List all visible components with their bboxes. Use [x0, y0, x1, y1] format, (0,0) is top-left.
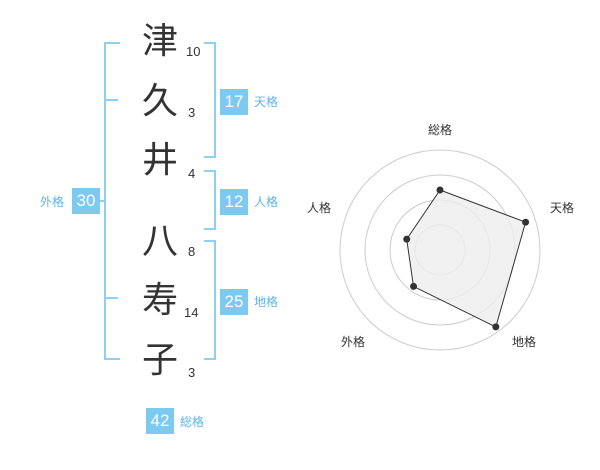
- stroke-count-5: 14: [184, 305, 199, 320]
- name-char-4: 八: [141, 221, 178, 262]
- radar-label-jinkaku: 人格: [307, 201, 332, 215]
- tenkaku-value: 17: [220, 89, 248, 115]
- gaikaku-bracket-bottom: [104, 358, 120, 360]
- chikaku-label: 地格: [254, 295, 279, 309]
- radar-point-3: [492, 323, 500, 331]
- gaikaku-bracket-connector: [96, 200, 104, 202]
- stroke-count-6: 3: [188, 365, 196, 380]
- gaikaku-bracket-tick-2: [104, 297, 118, 299]
- radar-series-polygon: [406, 189, 527, 328]
- gaikaku-bracket-top: [104, 42, 120, 44]
- name-char-6: 子: [141, 340, 178, 381]
- radar-label-tenkaku: 天格: [550, 201, 575, 215]
- fortune-radar-chart: [339, 149, 541, 351]
- radar-grid-ring-1: [339, 149, 541, 351]
- stroke-count-4: 8: [188, 244, 196, 259]
- radar-point-5: [403, 235, 411, 243]
- name-char-3: 井: [141, 140, 178, 181]
- tenkaku-bracket-vertical: [214, 42, 216, 158]
- gaikaku-bracket-vertical: [104, 42, 106, 360]
- gaikaku-value: 30: [72, 188, 100, 214]
- radar-point-4: [410, 282, 418, 290]
- jinkaku-bracket-vertical: [214, 170, 216, 230]
- radar-label-soukaku: 総格: [428, 123, 453, 137]
- gaikaku-bracket-tick-1: [104, 99, 118, 101]
- tenkaku-bracket-top: [204, 42, 216, 44]
- chikaku-bracket-vertical: [214, 240, 216, 360]
- radar-label-gaikaku: 外格: [341, 335, 366, 349]
- radar-point-2: [522, 218, 530, 226]
- gaikaku-label: 外格: [40, 195, 65, 209]
- chikaku-value: 25: [220, 289, 248, 315]
- stroke-count-1: 10: [186, 44, 201, 59]
- stroke-count-3: 4: [188, 166, 196, 181]
- chikaku-bracket-top: [204, 240, 216, 242]
- tenkaku-label: 天格: [254, 95, 279, 109]
- jinkaku-label: 人格: [254, 195, 279, 209]
- chikaku-bracket-bottom: [204, 358, 216, 360]
- name-char-1: 津: [141, 21, 178, 62]
- jinkaku-value: 12: [220, 189, 248, 215]
- radar-point-1: [436, 186, 444, 194]
- stroke-count-2: 3: [188, 105, 196, 120]
- radar-label-chikaku: 地格: [512, 335, 537, 349]
- name-char-2: 久: [141, 81, 178, 122]
- tenkaku-bracket-bottom: [204, 156, 216, 158]
- name-char-5: 寿: [141, 280, 178, 321]
- jinkaku-bracket-bottom: [204, 228, 216, 230]
- soukaku-value: 42: [146, 408, 174, 434]
- soukaku-label: 総格: [180, 415, 205, 429]
- jinkaku-bracket-top: [204, 170, 216, 172]
